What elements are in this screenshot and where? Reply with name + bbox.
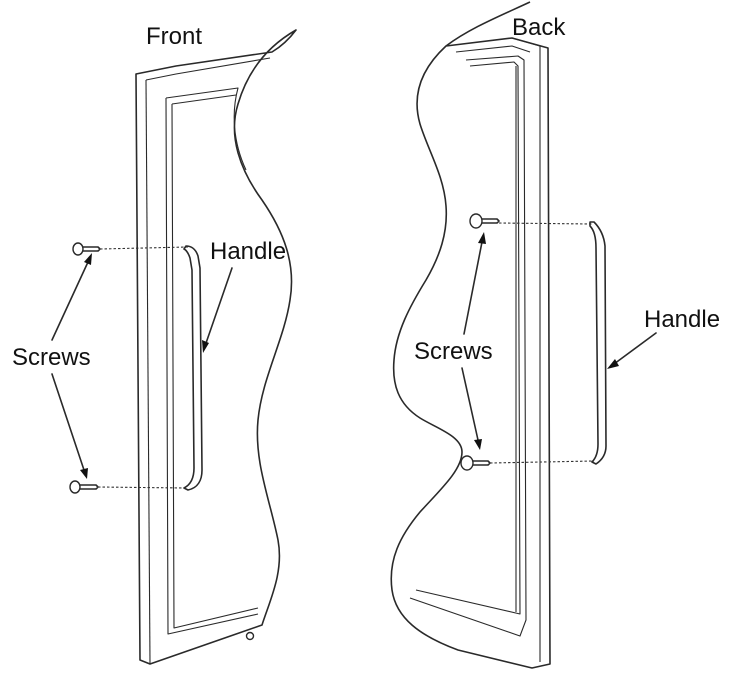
front-screws-leader-bottom bbox=[51, 373, 85, 471]
front-screws-label: Screws bbox=[12, 344, 91, 371]
back-handle-leader bbox=[613, 332, 657, 365]
front-bottom-screw bbox=[69, 480, 99, 494]
front-bottom-alignment-line bbox=[97, 486, 187, 489]
back-screws-label: Screws bbox=[414, 338, 493, 365]
back-door-edge-inner bbox=[511, 37, 541, 662]
front-screws-leader-top bbox=[51, 261, 89, 341]
back-top-screw bbox=[469, 213, 500, 229]
back-handle-label: Handle bbox=[644, 306, 720, 333]
back-door-frame bbox=[390, 1, 551, 669]
back-door-panel-inner bbox=[415, 61, 521, 615]
back-screws-arrowhead-top bbox=[478, 232, 486, 244]
front-screws-arrowhead-top bbox=[84, 253, 92, 265]
back-top-alignment-line bbox=[498, 222, 593, 225]
back-bottom-alignment-line bbox=[489, 460, 595, 464]
front-screws-arrowhead-bottom bbox=[80, 468, 88, 479]
front-door-panel-inner bbox=[171, 94, 259, 629]
front-door-edge-inner bbox=[145, 79, 151, 665]
front-door-panel bbox=[165, 87, 259, 635]
front-door-bottom-hole bbox=[245, 631, 255, 641]
front-view: Front Handle Screws bbox=[12, 23, 297, 665]
front-title: Front bbox=[146, 23, 202, 50]
back-door-panel bbox=[409, 55, 527, 637]
back-screws-leader-bottom bbox=[461, 367, 479, 441]
back-screws-leader-top bbox=[463, 241, 483, 335]
front-handle-label: Handle bbox=[210, 238, 286, 265]
back-screws-arrowhead-bottom bbox=[474, 439, 482, 450]
front-top-screw bbox=[72, 242, 101, 256]
front-door-frame bbox=[135, 29, 297, 665]
back-handle bbox=[589, 221, 607, 465]
front-door-top-inner bbox=[145, 57, 271, 81]
front-handle-arrowhead bbox=[202, 340, 209, 353]
back-title: Back bbox=[512, 14, 566, 41]
back-handle-arrowhead bbox=[607, 359, 619, 369]
back-door-top-inner bbox=[455, 45, 531, 53]
front-handle-leader bbox=[204, 267, 233, 347]
back-view: Back Handle Screws bbox=[390, 1, 720, 669]
front-top-alignment-line bbox=[99, 246, 189, 250]
